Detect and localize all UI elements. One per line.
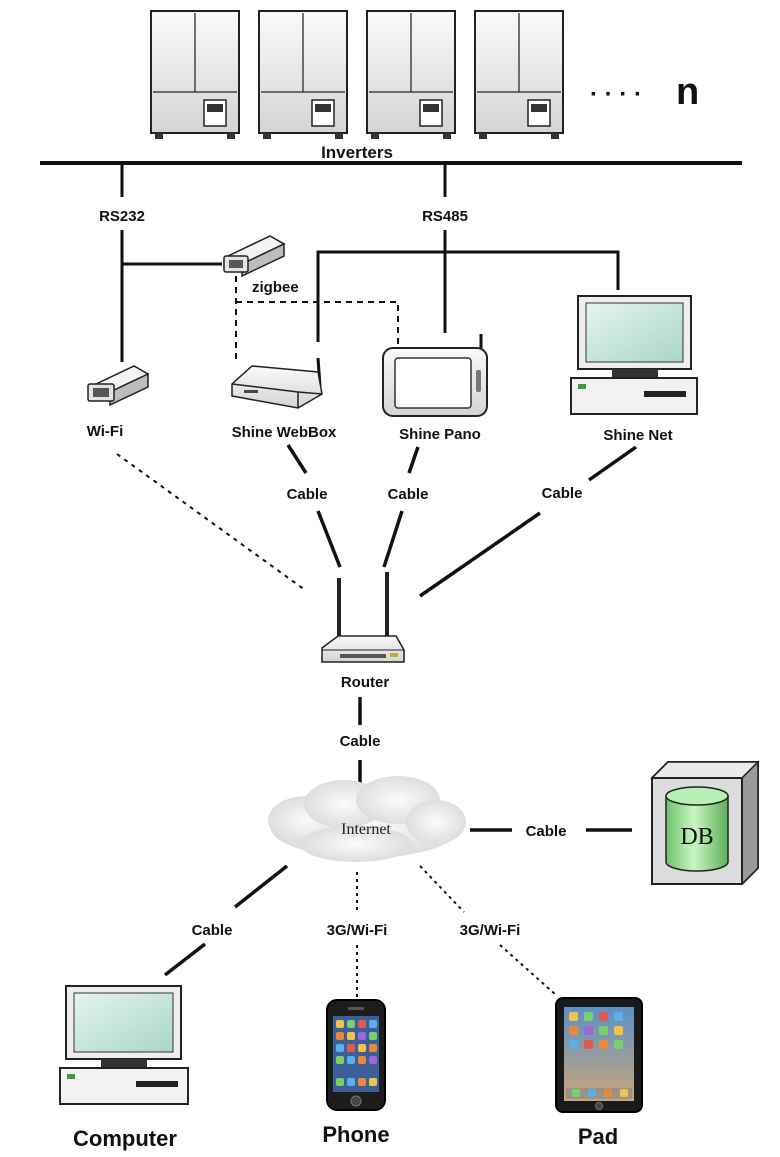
computer-cable-top	[233, 864, 289, 909]
wifi-wireless-link	[116, 453, 306, 591]
rs232-label: RS232	[99, 208, 145, 225]
database: DB	[650, 760, 760, 886]
inverters-label: Inverters	[321, 143, 393, 162]
net-label: Shine Net	[603, 427, 672, 444]
pano-cable-bottom	[382, 510, 404, 568]
net-cable-top	[587, 445, 638, 482]
shine-pano: Shine Pano	[382, 334, 488, 443]
wifi-label: Wi-Fi	[87, 423, 124, 440]
net-cable-bottom	[419, 511, 541, 598]
router-cable-label: Cable	[340, 733, 381, 750]
webbox-cable-top	[286, 444, 308, 474]
shine-net: Shine Net	[570, 295, 698, 444]
inverter-1	[150, 10, 240, 139]
desktop-computer-icon	[570, 295, 698, 415]
cloud-icon	[268, 776, 466, 862]
wifi-module-icon	[87, 365, 150, 407]
inverter-icon	[366, 10, 456, 139]
phone: Phone	[322, 999, 390, 1147]
phone-label: Phone	[322, 1122, 389, 1147]
computer-label: Computer	[73, 1126, 177, 1151]
webbox-cable-bottom	[316, 510, 342, 568]
computer-cable-bottom	[163, 942, 207, 977]
db-label: DB	[680, 824, 713, 850]
inverter-icon	[150, 10, 240, 139]
inverter-3	[366, 10, 456, 139]
rs485-bus	[316, 250, 620, 342]
pano-cable-label: Cable	[388, 486, 429, 503]
zigbee-module: zigbee	[223, 235, 299, 296]
computer: Computer	[59, 985, 189, 1151]
pad: Pad	[555, 997, 643, 1149]
net-cable-label: Cable	[542, 485, 583, 502]
tablet-icon	[555, 997, 643, 1113]
pad-wireless-top	[419, 865, 465, 913]
db-cable-label: Cable	[526, 823, 567, 840]
inverter-icon	[258, 10, 348, 139]
phone-wireless-label: 3G/Wi-Fi	[327, 922, 388, 939]
ellipsis-marker: · · · ·	[590, 81, 642, 108]
zigbee-label: zigbee	[252, 279, 299, 296]
inverter-2	[258, 10, 348, 139]
internet-cloud: Internet	[268, 776, 466, 862]
pad-wireless-label: 3G/Wi-Fi	[460, 922, 521, 939]
shine-webbox: Shine WebBox	[231, 357, 337, 441]
pano-cable-top	[407, 446, 420, 474]
zigbee-module-icon	[223, 235, 286, 278]
inverter-4	[474, 10, 564, 139]
pad-wireless-bottom	[499, 944, 557, 996]
internet-label: Internet	[341, 821, 391, 838]
pad-label: Pad	[578, 1124, 618, 1149]
router-label: Router	[341, 674, 389, 691]
webbox-cable-label: Cable	[287, 486, 328, 503]
computer-cable-label: Cable	[192, 922, 233, 939]
database-icon	[650, 760, 760, 886]
inverter-icon	[474, 10, 564, 139]
smartphone-icon	[326, 999, 386, 1111]
zigbee-link-pano	[236, 301, 399, 345]
router: Router	[321, 572, 405, 691]
wifi-module: Wi-Fi	[87, 365, 150, 440]
tablet-device-icon	[382, 334, 488, 417]
pano-label: Shine Pano	[399, 426, 481, 443]
n-marker: n	[676, 71, 699, 113]
rs485-label: RS485	[422, 208, 468, 225]
webbox-icon	[231, 357, 323, 409]
router-icon	[321, 572, 405, 663]
desktop-computer-icon	[59, 985, 189, 1105]
webbox-label: Shine WebBox	[232, 424, 337, 441]
